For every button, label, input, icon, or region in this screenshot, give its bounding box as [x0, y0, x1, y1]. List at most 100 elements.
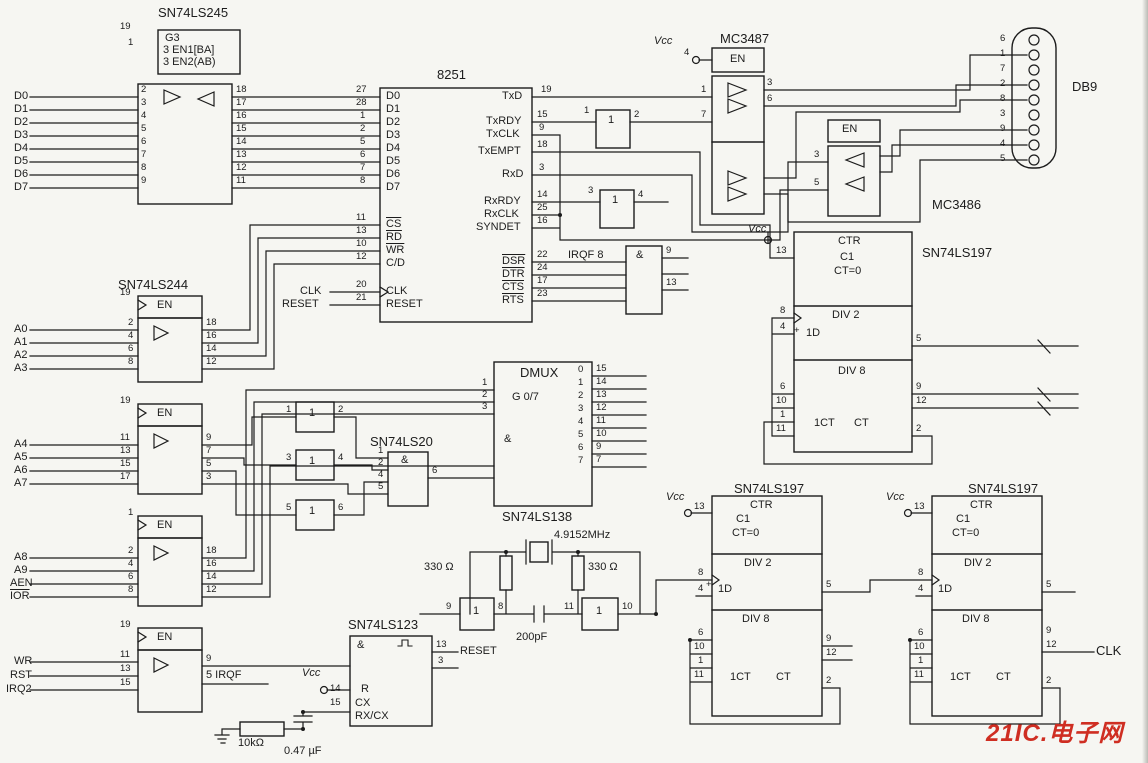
pin-number: 3	[482, 401, 488, 412]
signal-d3: D3	[14, 129, 29, 141]
title-sn74ls197-b: SN74LS197	[968, 481, 1039, 496]
dmux-out: 1	[578, 377, 584, 388]
pin-number: 14	[236, 136, 247, 147]
signal-a9: A9	[14, 564, 28, 576]
pin-number: 7	[596, 454, 602, 465]
pin-number: 9	[596, 441, 602, 452]
pin-number: 18	[206, 317, 217, 328]
chip-pin-label: TxEMPT	[478, 145, 521, 157]
pin-number: 25	[537, 202, 548, 213]
pin-number: 3	[286, 452, 292, 463]
pin-number: 4	[698, 583, 704, 594]
chip-pin-label: RxCLK	[484, 208, 519, 220]
mc3487-en: EN	[730, 53, 746, 65]
pin-number: 1	[286, 404, 292, 415]
inverter-glyph: 1	[612, 194, 619, 206]
pin-number: 4	[918, 583, 924, 594]
pin-number: 20	[356, 279, 367, 290]
junction-dots	[301, 213, 912, 731]
signal-d7: D7	[14, 181, 29, 193]
pin-number: 2	[634, 109, 640, 120]
pin-number: 24	[537, 262, 548, 273]
pin-number: 12	[206, 584, 217, 595]
counter-label: CT=0	[834, 265, 862, 277]
ls245-g3: G3	[165, 32, 180, 44]
pin-number: 22	[537, 249, 548, 260]
label-resistor: 330 Ω	[588, 561, 618, 573]
label-clk-ext: CLK	[300, 285, 322, 297]
chip-pin-label: D3	[386, 129, 401, 141]
chip-pin-label: D6	[386, 168, 401, 180]
pin-number: 2	[1046, 675, 1052, 686]
pin-number: 2	[916, 423, 922, 434]
dmux-out: 6	[578, 442, 584, 453]
label-capacitor: 0.47 µF	[284, 745, 322, 757]
pin-number: 11	[776, 423, 786, 434]
counter-label: DIV 8	[962, 613, 990, 625]
pin-number: 2	[1000, 78, 1006, 89]
title-sn74ls245: SN74LS245	[158, 5, 229, 20]
counter-label: 1CT	[950, 671, 971, 683]
signal-a2: A2	[14, 349, 28, 361]
counter-label: +	[794, 325, 800, 336]
pin-number: 5	[814, 177, 820, 188]
gate-glyph: &	[401, 454, 409, 466]
pin-number: 11	[564, 601, 574, 612]
counter-label: DIV 8	[838, 365, 866, 377]
pin-number: 9	[826, 633, 832, 644]
pin-number: 5	[916, 333, 922, 344]
signal-a0: A0	[14, 323, 28, 335]
signal-a5: A5	[14, 451, 28, 463]
pin-number: 8	[918, 567, 924, 578]
chip-pin-label: C/D	[386, 257, 405, 269]
scan-artifact-edge	[1142, 0, 1148, 763]
pin-number: 9	[446, 601, 452, 612]
pin-number: 19	[120, 395, 131, 406]
wires-counter-top	[763, 231, 1079, 465]
pin-number: 6	[128, 571, 134, 582]
pin-number: 1	[378, 445, 384, 456]
pin-number: 12	[356, 251, 367, 262]
chip-pin-label: TxCLK	[486, 128, 520, 140]
pin-number: 4	[1000, 138, 1006, 149]
pin-number: 8	[141, 162, 147, 173]
pin-number: 8	[128, 584, 134, 595]
label-vcc: Vcc	[886, 491, 905, 503]
pin-number: 18	[206, 545, 217, 556]
pin-number: 14	[206, 343, 217, 354]
signal-a1: A1	[14, 336, 28, 348]
pin-number: 6	[128, 343, 134, 354]
label-vcc: Vcc	[748, 223, 767, 235]
ls244-en: EN	[157, 631, 173, 643]
pin-number: 11	[120, 649, 130, 660]
pin-number: 5	[1000, 153, 1006, 164]
label-dmux: DMUX	[520, 365, 559, 380]
label-reset-out: RESET	[460, 645, 497, 657]
pin-number: 2	[338, 404, 344, 415]
pin-number: 3	[767, 77, 773, 88]
pin-number: 9	[916, 381, 922, 392]
inverter-glyph: 1	[309, 505, 316, 517]
pin-number: 2	[128, 545, 134, 556]
counter-label: +	[706, 579, 712, 590]
wires-counter-bottom	[689, 512, 1095, 725]
pin-number: 5	[360, 136, 366, 147]
chip-pin-label: CS	[386, 218, 402, 230]
pin-number: 17	[537, 275, 548, 286]
inverter-glyph: 1	[309, 455, 316, 467]
pin-number: 13	[596, 389, 607, 400]
pin-number: 4	[780, 321, 786, 332]
pin-number: 15	[537, 109, 548, 120]
inverter-glyph: 1	[608, 114, 615, 126]
title-sn74ls138: SN74LS138	[502, 509, 573, 524]
signal-a7: A7	[14, 477, 28, 489]
pin-number: 3	[1000, 108, 1006, 119]
label-capacitor: 200pF	[516, 631, 548, 643]
pin-number: 14	[596, 376, 607, 387]
chip-pin-label: D7	[386, 181, 401, 193]
label-crystal-freq: 4.9152MHz	[554, 529, 611, 541]
pin-number: 3	[588, 185, 594, 196]
pin-number: 13	[776, 245, 787, 256]
counter-label: 1CT	[730, 671, 751, 683]
pin-number: 11	[356, 212, 366, 223]
